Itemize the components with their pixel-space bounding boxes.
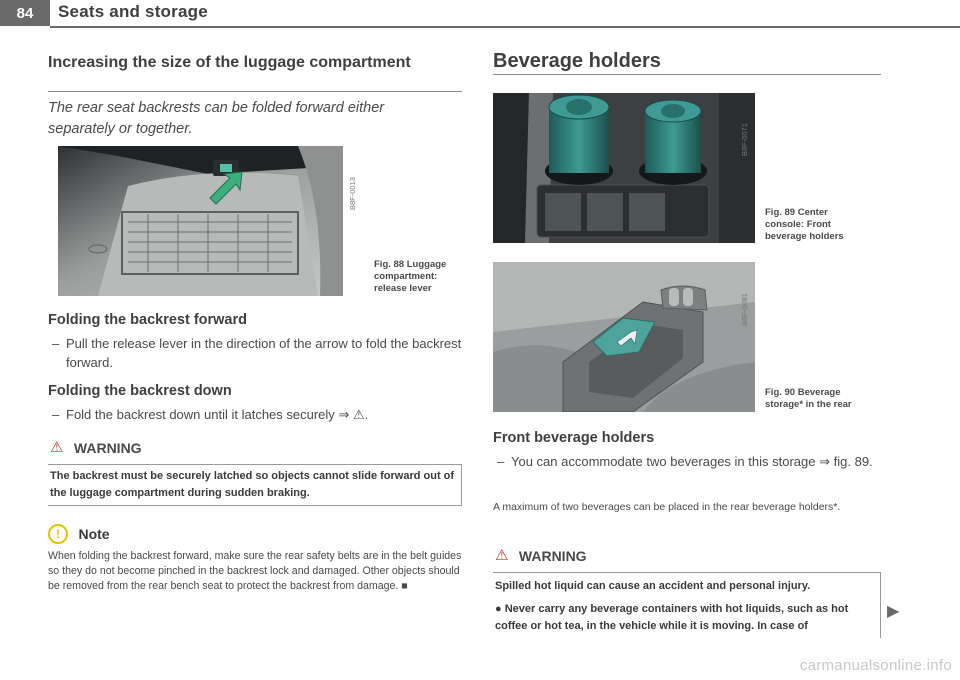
folding-down-heading: Folding the backrest down bbox=[48, 383, 232, 399]
right-warning-box: ⚠ WARNING Spilled hot liquid can cause a… bbox=[493, 546, 881, 638]
warning-header: ⚠ WARNING bbox=[48, 438, 462, 465]
figure-88-image bbox=[58, 146, 343, 296]
left-warning-box: ⚠ WARNING The backrest must be securely … bbox=[48, 438, 462, 506]
cross-ref-arrow-icon: ⇒ bbox=[338, 407, 350, 422]
luggage-heading: Increasing the size of the luggage compa… bbox=[48, 54, 411, 71]
figure-89-caption: Fig. 89 Center console: Front beverage h… bbox=[765, 207, 844, 242]
figure-90-caption: Fig. 90 Beverage storage* in the rear bbox=[765, 387, 852, 410]
folding-forward-step: –Pull the release lever in the direction… bbox=[52, 334, 472, 372]
warning-header-right: ⚠ WARNING bbox=[493, 546, 881, 573]
note-text: When folding the backrest forward, make … bbox=[48, 549, 462, 594]
figure-89-image bbox=[493, 93, 755, 243]
warning-triangle-icon: ⚠ bbox=[50, 439, 64, 456]
rear-holders-text: A maximum of two beverages can be placed… bbox=[493, 501, 841, 513]
warning-text-right: Spilled hot liquid can cause an accident… bbox=[493, 573, 881, 638]
heading-rule bbox=[48, 91, 462, 92]
page-number: 84 bbox=[0, 0, 50, 26]
warning-line1: Spilled hot liquid can cause an accident… bbox=[495, 580, 811, 592]
front-holders-step: –You can accommodate two beverages in th… bbox=[497, 454, 873, 469]
figure-89-id: B8F-0071 bbox=[740, 123, 749, 156]
section-title: Seats and storage bbox=[58, 2, 208, 21]
front-holders-heading: Front beverage holders bbox=[493, 430, 655, 446]
fig-89-link[interactable]: fig. 89. bbox=[833, 454, 873, 469]
warning-bullet-text: Never carry any beverage containers with… bbox=[495, 603, 849, 632]
continue-arrow-icon: ▶ bbox=[887, 603, 900, 620]
folding-forward-heading: Folding the backrest forward bbox=[48, 312, 247, 328]
note-info-icon: ! bbox=[48, 524, 68, 544]
intro-text: The rear seat backrests can be folded fo… bbox=[48, 100, 385, 137]
note-label: Note bbox=[78, 526, 110, 542]
bullet-dot-icon: ● bbox=[495, 603, 502, 615]
heading-rule-right bbox=[493, 74, 881, 75]
warning-bullet: ● Never carry any beverage containers wi… bbox=[495, 601, 876, 635]
folding-forward-step-text: Pull the release lever in the direction … bbox=[66, 336, 462, 370]
figure-88-id: B8F-0013 bbox=[348, 177, 357, 210]
warning-ref-icon: ⚠ bbox=[352, 407, 365, 422]
header-rule bbox=[50, 26, 960, 28]
front-holders-step-text: You can accommodate two beverages in thi… bbox=[511, 454, 816, 469]
figure-90-id: B8F-0081 bbox=[740, 293, 749, 326]
cross-ref-arrow-icon: ⇒ bbox=[819, 454, 831, 469]
folding-down-step: –Fold the backrest down until it latches… bbox=[52, 407, 369, 422]
end-mark-icon: ■ bbox=[401, 580, 408, 592]
beverage-heading: Beverage holders bbox=[493, 50, 661, 72]
folding-down-step-text: Fold the backrest down until it latches … bbox=[66, 407, 335, 422]
note-body: When folding the backrest forward, make … bbox=[48, 550, 462, 592]
warning-text: The backrest must be securely latched so… bbox=[48, 465, 462, 506]
warning-label: WARNING bbox=[73, 440, 142, 456]
watermark: carmanualsonline.info bbox=[799, 657, 952, 674]
warning-triangle-icon: ⚠ bbox=[495, 547, 509, 564]
figure-88-caption: Fig. 88 Luggage compartment: release lev… bbox=[374, 259, 447, 294]
warning-label-right: WARNING bbox=[518, 548, 587, 564]
note-header: ! Note bbox=[48, 524, 110, 544]
figure-90-image bbox=[493, 262, 755, 412]
